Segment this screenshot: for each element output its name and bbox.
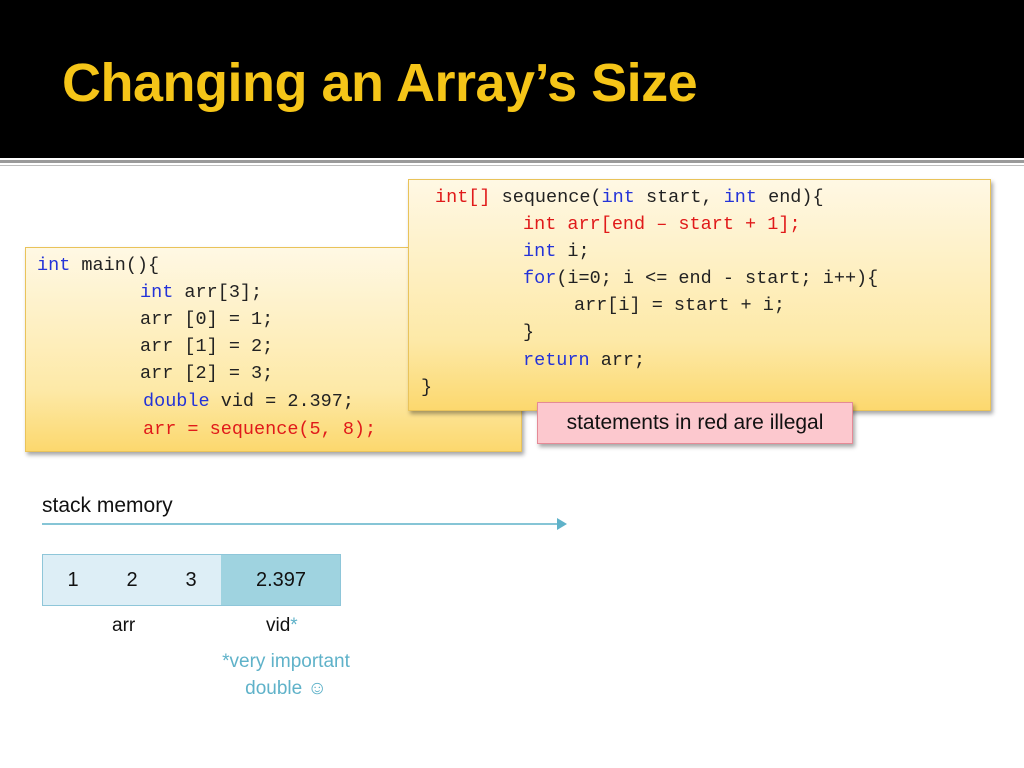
code-line-illegal: arr = sequence(5, 8);	[143, 419, 377, 440]
divider-line	[0, 160, 1024, 163]
code-line-illegal: int arr[end – start + 1];	[523, 214, 801, 235]
code-line: }	[421, 377, 433, 398]
asterisk: *	[290, 615, 298, 636]
divider-line-thin	[0, 165, 1024, 166]
footnote: *very important double ☺	[196, 648, 376, 702]
arr-label: arr	[112, 615, 136, 636]
vid-label: vid	[266, 615, 291, 636]
code-line: double vid = 2.397;	[143, 391, 354, 412]
footnote-line: *very important	[222, 651, 350, 672]
code-line: return arr;	[523, 350, 646, 371]
code-line: arr [1] = 2;	[140, 336, 274, 357]
code-line: int main(){	[37, 255, 160, 276]
memory-cell: 1	[67, 569, 79, 591]
code-line: int[] sequence(int start, int end){	[435, 187, 824, 208]
illegal-note: statements in red are illegal	[537, 402, 853, 444]
arr-memory-block	[42, 554, 222, 606]
stack-memory-label: stack memory	[42, 494, 173, 517]
vid-value: 2.397	[255, 569, 307, 591]
vid-label-group: vid*	[266, 615, 298, 637]
sequence-code-box: int[] sequence(int start, int end){ int …	[408, 179, 991, 411]
code-line: int arr[3];	[140, 282, 263, 303]
footnote-line: double ☺	[245, 678, 327, 699]
code-line: arr[i] = start + i;	[574, 295, 785, 316]
code-line: arr [2] = 3;	[140, 363, 274, 384]
memory-cell: 3	[185, 569, 197, 591]
code-line: arr [0] = 1;	[140, 309, 274, 330]
slide-title: Changing an Array’s Size	[62, 53, 698, 113]
code-line: for(i=0; i <= end - start; i++){	[523, 268, 879, 289]
code-line: }	[523, 322, 535, 343]
title-bar: Changing an Array’s Size	[0, 0, 1024, 158]
vid-memory-block	[221, 554, 341, 606]
code-line: int i;	[523, 241, 590, 262]
memory-cell: 2	[126, 569, 138, 591]
arrow-right-icon	[42, 518, 567, 530]
